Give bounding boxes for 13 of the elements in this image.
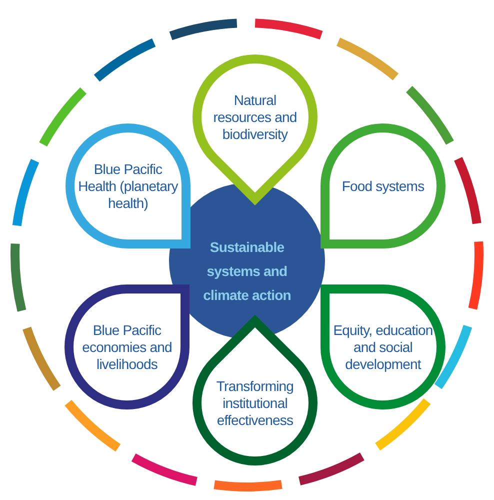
topic-label: Natural resources and biodiversity	[212, 92, 298, 142]
pin-marker	[190, 52, 320, 206]
topic-label: Blue Pacific economies and livelihoods	[81, 322, 173, 372]
topic-label: Blue Pacific Health (planetary health)	[78, 160, 178, 212]
center-label: Sustainable systems and climate action	[202, 238, 292, 305]
pin-marker	[190, 314, 320, 468]
pin-marker	[318, 121, 448, 251]
topic-label: Transforming institutional effectiveness	[215, 378, 295, 428]
pin-marker	[318, 282, 448, 412]
pin-marker	[63, 121, 193, 251]
topic-label: Equity, education and social development	[333, 322, 433, 372]
pin-marker	[62, 282, 192, 412]
topic-label: Food systems	[342, 178, 424, 194]
